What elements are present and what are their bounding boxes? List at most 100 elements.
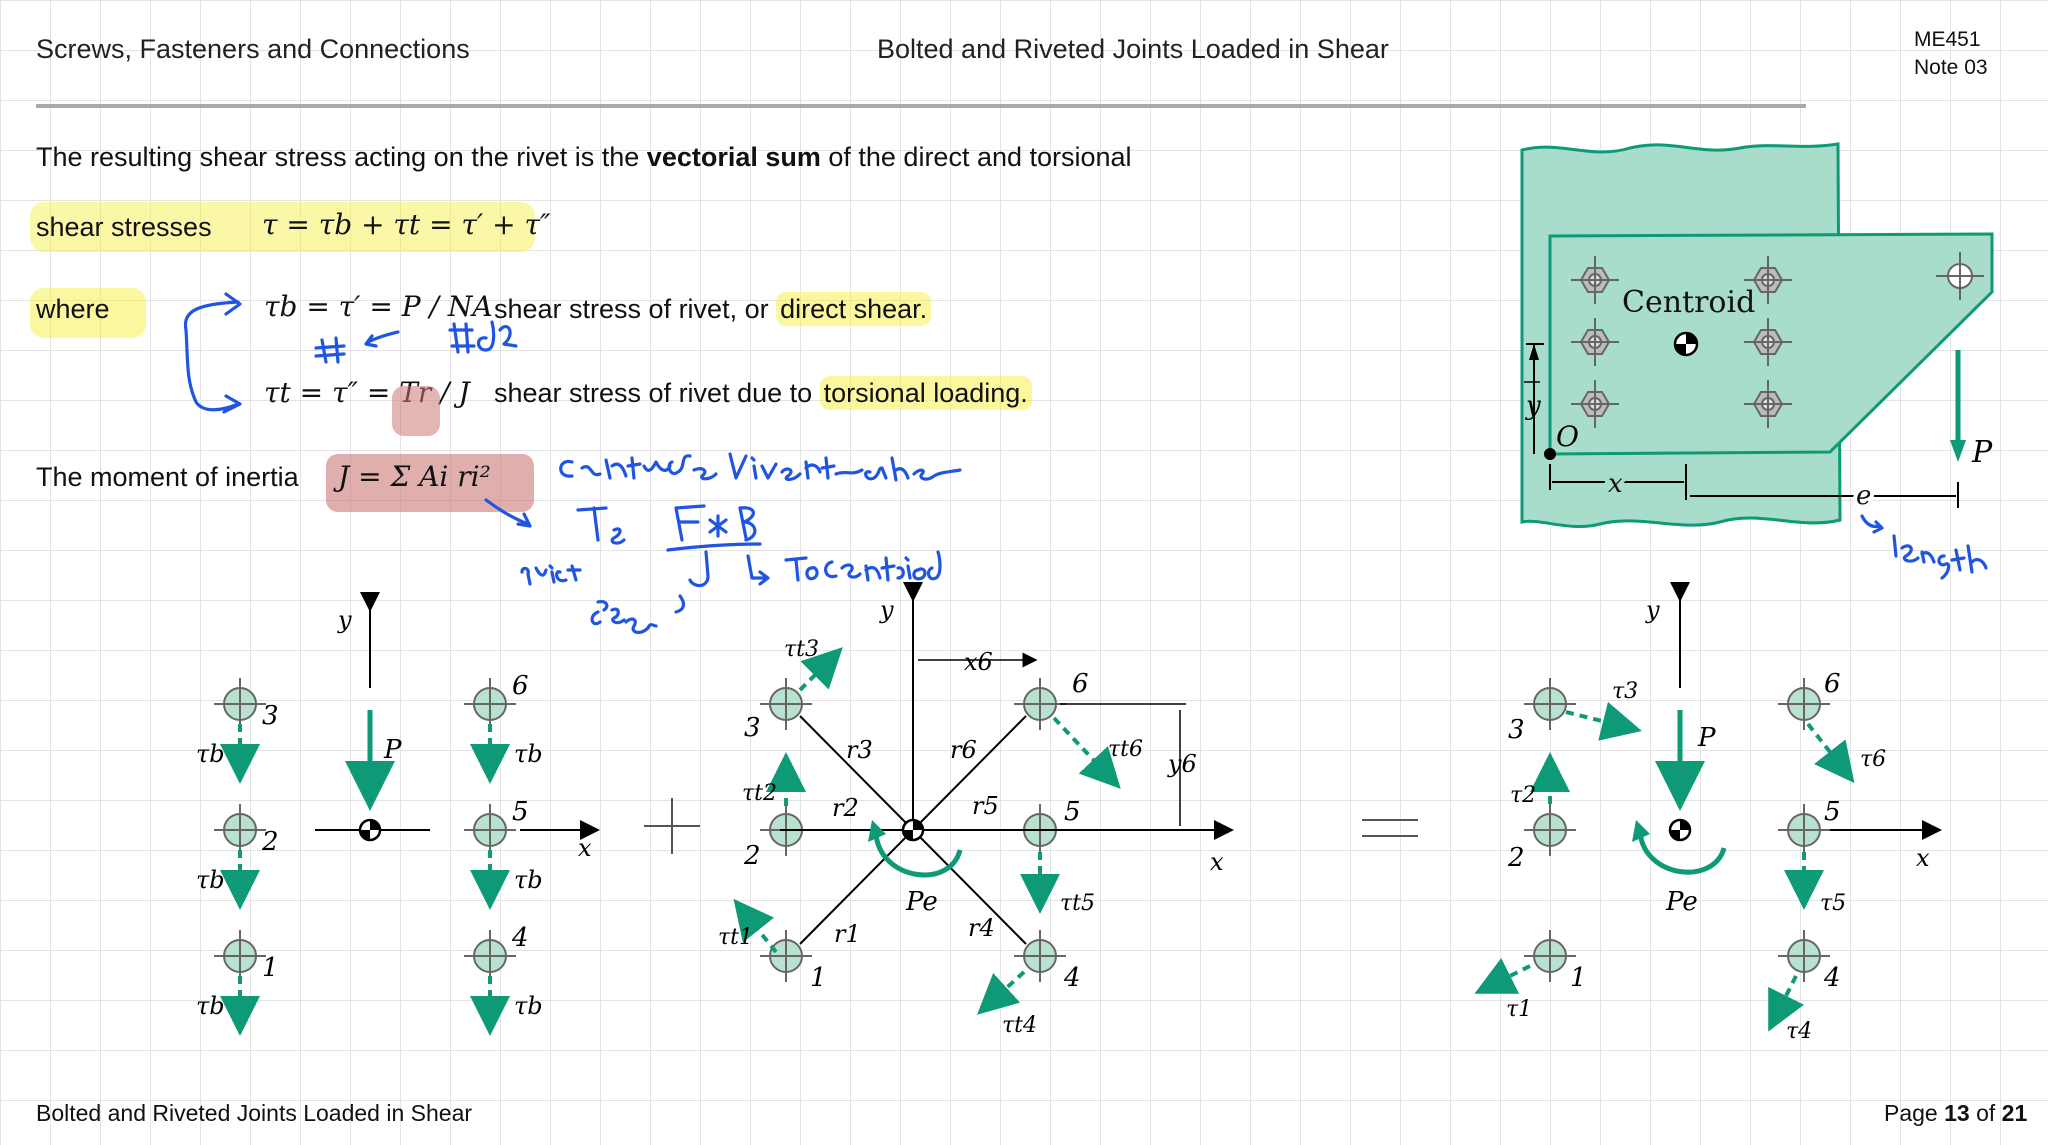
header-left: Screws, Fasteners and Connections [36, 34, 470, 64]
equation-total: τ = τb + τt = τ′ + τ″ [262, 208, 551, 241]
svg-text:1: 1 [1570, 963, 1587, 993]
direct-desc-start: shear stress of rivet, or [494, 294, 777, 324]
svg-text:3: 3 [1508, 715, 1525, 745]
svg-text:τb: τb [514, 740, 543, 768]
note-number: Note 03 [1914, 56, 1988, 79]
highlight-moment [326, 454, 534, 512]
svg-text:τb: τb [514, 866, 543, 894]
svg-text:2: 2 [1507, 843, 1525, 873]
svg-text:τ5: τ5 [1820, 891, 1846, 916]
svg-text:P: P [383, 735, 402, 765]
svg-text:2: 2 [743, 841, 761, 871]
shear-stresses-label: shear stresses [36, 212, 212, 242]
ink-bracket [183, 300, 240, 412]
centroid-icon [1673, 331, 1699, 357]
page-indicator: Page 13 of 21 [1884, 1100, 2027, 1127]
svg-text:τt3: τt3 [784, 637, 819, 662]
svg-text:5: 5 [1064, 797, 1081, 827]
intro-start: The resulting shear stress acting on the… [36, 142, 647, 172]
origin-label: O [1556, 420, 1579, 453]
svg-text:4: 4 [1063, 963, 1081, 993]
page-mid: of [1969, 1100, 2002, 1126]
torsion-desc: shear stress of rivet due to torsional l… [494, 376, 1032, 410]
y-bar-label: y [1525, 391, 1541, 421]
P-label: P [1971, 435, 1993, 470]
svg-text:x: x [1210, 848, 1224, 876]
equation-direct: τb = τ′ = P / NA [264, 290, 493, 323]
svg-text:2: 2 [261, 827, 279, 857]
intro-end: of the direct and torsional [820, 142, 1132, 172]
svg-text:τ1: τ1 [1506, 997, 1532, 1022]
direct-desc: shear stress of rivet, or direct shear. [494, 292, 932, 326]
svg-text:y: y [1645, 596, 1660, 624]
svg-text:5: 5 [1824, 797, 1841, 827]
direct-desc-highlight: direct shear. [776, 292, 932, 326]
svg-text:6: 6 [512, 671, 529, 701]
svg-text:r1: r1 [834, 920, 861, 948]
svg-text:x6: x6 [964, 648, 993, 676]
svg-text:x: x [1916, 844, 1930, 872]
plus-icon [644, 798, 700, 854]
svg-text:Pe: Pe [1665, 887, 1698, 917]
svg-text:τt2: τt2 [742, 781, 777, 806]
svg-text:r6: r6 [950, 736, 977, 764]
svg-text:x: x [578, 834, 592, 862]
svg-text:τ3: τ3 [1612, 679, 1638, 704]
torsion-desc-highlight: torsional loading. [819, 376, 1032, 410]
svg-text:τ6: τ6 [1860, 747, 1886, 772]
svg-text:4: 4 [511, 923, 529, 953]
rivets [1571, 252, 1984, 428]
highlight-where [30, 288, 146, 338]
e-label: e [1856, 481, 1871, 511]
svg-text:y: y [879, 596, 894, 624]
svg-text:5: 5 [512, 797, 529, 827]
svg-text:r3: r3 [846, 736, 873, 764]
x-bar-label: x [1608, 469, 1623, 499]
svg-text:P: P [1697, 723, 1716, 753]
moment-label: The moment of inertia [36, 462, 299, 492]
svg-text:τb: τb [196, 866, 225, 894]
highlight-J [392, 386, 440, 436]
diagram-direct-shear: y P x τb τb τb τb τb τb 1 2 3 4 5 6 [196, 592, 600, 1036]
svg-text:r4: r4 [968, 914, 995, 942]
svg-text:τt6: τt6 [1108, 737, 1143, 762]
svg-text:r2: r2 [832, 794, 859, 822]
svg-text:y: y [337, 606, 352, 634]
course-code: ME451 [1914, 28, 1981, 51]
stress-diagrams: y P x τb τb τb τb τb τb 1 2 3 4 5 6 [196, 582, 1942, 1044]
svg-text:Pe: Pe [905, 887, 938, 917]
svg-text:τb: τb [196, 740, 225, 768]
centroid-label: Centroid [1622, 285, 1755, 320]
torsion-desc-start: shear stress of rivet due to [494, 378, 820, 408]
intro-text: The resulting shear stress acting on the… [36, 142, 1132, 173]
svg-text:τt4: τt4 [1002, 1013, 1037, 1038]
svg-text:τ2: τ2 [1510, 783, 1536, 808]
diagram-resultant-shear: y P Pe x τ1 τ2 τ3 τ4 τ5 τ6 1 2 3 4 5 6 [1474, 582, 1942, 1044]
page-prefix: Page [1884, 1100, 1945, 1126]
where-label: where [36, 294, 110, 324]
page-total: 21 [2001, 1100, 2028, 1126]
svg-text:y6: y6 [1167, 750, 1197, 778]
highlight-shear-stresses [30, 202, 535, 252]
svg-text:6: 6 [1072, 669, 1089, 699]
intro-bold: vectorial sum [646, 142, 821, 172]
svg-text:1: 1 [810, 963, 827, 993]
svg-text:τt5: τt5 [1060, 891, 1095, 916]
svg-text:3: 3 [262, 701, 279, 731]
svg-text:r5: r5 [972, 792, 999, 820]
svg-text:6: 6 [1824, 669, 1841, 699]
diagram-torsional-shear: y x x6 y6 Pe r1 r2 r3 r4 r5 r6 τt1 τt2 τ… [718, 582, 1234, 1038]
svg-text:τt1: τt1 [718, 925, 753, 950]
svg-text:τb: τb [514, 992, 543, 1020]
svg-text:1: 1 [262, 953, 279, 983]
course-block: ME451 Note 03 [1914, 26, 1988, 82]
header-rule [36, 104, 1806, 108]
svg-text:4: 4 [1823, 963, 1841, 993]
origin-point [1544, 448, 1556, 460]
page-number: 13 [1944, 1100, 1970, 1126]
bracket-figure: Centroid O y x e P [1520, 142, 1994, 528]
svg-text:τ4: τ4 [1786, 1019, 1812, 1044]
footer-title: Bolted and Riveted Joints Loaded in Shea… [36, 1100, 473, 1126]
header-center: Bolted and Riveted Joints Loaded in Shea… [877, 34, 1389, 64]
